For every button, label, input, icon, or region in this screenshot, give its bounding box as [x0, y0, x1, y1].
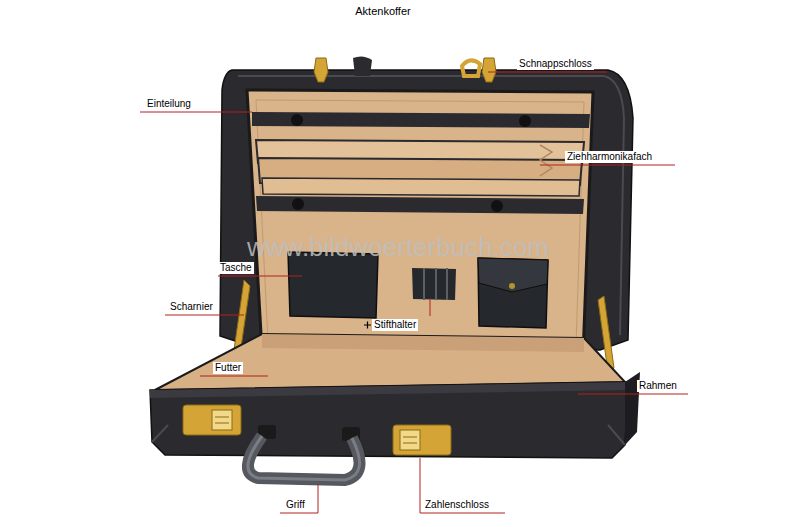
watermark: www.bildwoerterbuch.com: [247, 232, 549, 262]
part-label: Rahmen: [637, 380, 679, 392]
part-label: Futter: [213, 362, 243, 374]
part-label: Zahlenschloss: [423, 499, 491, 511]
part-label: Tasche: [218, 262, 254, 274]
part-label: Einteilung: [145, 98, 193, 110]
part-label: Stifthalter: [372, 319, 418, 331]
part-label: Griff: [284, 499, 307, 511]
part-label: Scharnier: [168, 301, 215, 313]
diagram-title: Aktenkoffer: [355, 5, 410, 18]
part-label: Schnappschloss: [517, 58, 594, 70]
part-label: Ziehharmonikafach: [565, 151, 654, 163]
